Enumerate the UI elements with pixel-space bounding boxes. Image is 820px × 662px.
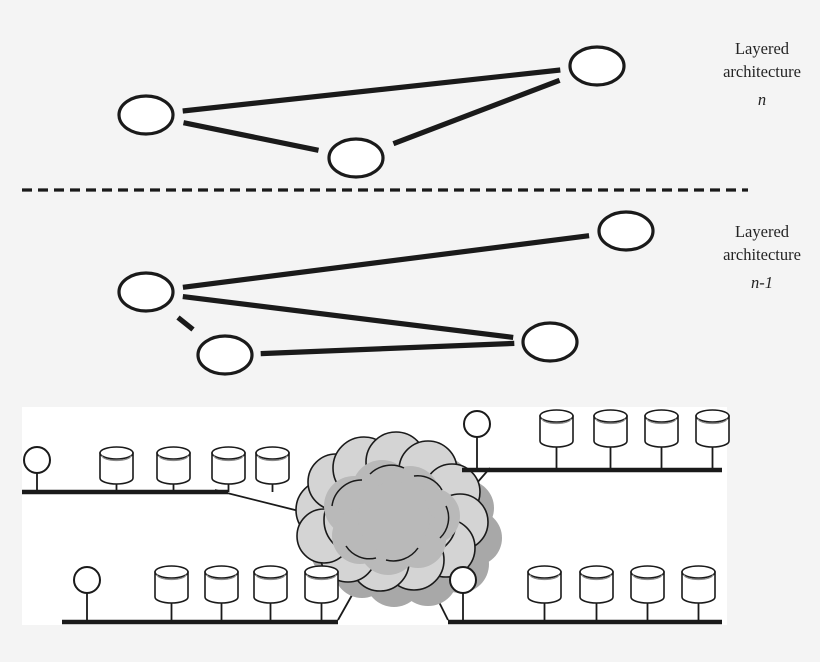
layer-m-link-m-d-m-c — [260, 340, 515, 357]
lan-bottom-right-server-4-cap-rim — [683, 574, 714, 581]
lan-top-right-server-4-cap[interactable] — [695, 409, 730, 423]
lan-bottom-left-server-3-cap[interactable] — [253, 565, 288, 579]
lan-top-right-server-4-body[interactable] — [695, 415, 730, 448]
lan-bottom-left — [62, 565, 339, 625]
lan-top-left-server-3-cap-rim — [213, 455, 244, 462]
label-layer-n-minus-1-line1: Layered — [735, 222, 790, 241]
lan-bottom-left-server-3-cap-rim — [255, 574, 286, 581]
lan-top-left-server-4-cap-rim — [257, 455, 288, 462]
lan-segments — [22, 409, 730, 625]
lan-bottom-right-server-3-cap[interactable] — [630, 565, 665, 579]
lan-top-right-server-1-cap-rim — [541, 418, 572, 425]
lan-top-left — [22, 446, 290, 495]
lan-bottom-left-server-1-cap-rim — [156, 574, 187, 581]
lan-top-left-server-1-cap-rim — [101, 455, 132, 462]
lan-bottom-right — [448, 565, 722, 625]
lan-bottom-left-server-2-cap-rim — [206, 574, 237, 581]
lan-bottom-right-server-2-cap-rim — [581, 574, 612, 581]
label-layer-n-index: n — [758, 90, 766, 109]
lan-top-left-server-2-cap-rim — [158, 455, 189, 462]
cloud-inner-arc — [331, 479, 363, 507]
lan-top-right-server-3-body[interactable] — [644, 415, 679, 448]
lan-top-left-server-4-cap[interactable] — [255, 446, 290, 460]
layer-m-node-m-c[interactable] — [521, 321, 579, 363]
cloud-inner-arc — [439, 505, 450, 539]
layer-m-link-m-a-m-b — [182, 233, 590, 290]
lan-top-right — [462, 409, 730, 473]
cloud-inner-arc — [369, 464, 405, 475]
layer-n-node-n-b[interactable] — [327, 137, 385, 179]
lan-bottom-left-server-2-cap[interactable] — [204, 565, 239, 579]
lan-top-right-server-1-cap[interactable] — [539, 409, 574, 423]
lan-top-right-server-3-cap[interactable] — [644, 409, 679, 423]
lan-top-right-server-2-cap[interactable] — [593, 409, 628, 423]
layer-n-minus-1-group — [117, 210, 655, 376]
cloud-core — [324, 460, 460, 575]
layer-n-nodes — [117, 45, 626, 179]
lan-bottom-left-server-1-cap[interactable] — [154, 565, 189, 579]
layer-n-links — [182, 67, 561, 153]
layer-n-link-n-b-n-c — [392, 77, 561, 147]
label-layer-n-minus-1: Layered architecture n-1 — [723, 222, 801, 292]
lan-bottom-right-server-2-body[interactable] — [579, 571, 614, 604]
layer-n-node-n-c[interactable] — [568, 45, 626, 87]
layer-n-group — [117, 45, 626, 179]
lan-bottom-right-server-3-cap-rim — [632, 574, 663, 581]
lan-top-right-server-4-cap-rim — [697, 418, 728, 425]
layer-n-minus-1-nodes — [117, 210, 655, 376]
lan-bottom-left-host-circle-icon[interactable] — [73, 566, 101, 594]
label-layer-n: Layered architecture n — [723, 39, 801, 109]
layer-m-node-m-d[interactable] — [196, 334, 254, 376]
lan-bottom-right-server-1-body[interactable] — [527, 571, 562, 604]
lan-bottom-right-server-4-cap[interactable] — [681, 565, 716, 579]
cloud-inner-arc — [385, 547, 419, 562]
lan-top-right-server-2-cap-rim — [595, 418, 626, 425]
lan-bottom-right-server-1-cap-rim — [529, 574, 560, 581]
lan-top-left-host-circle-icon[interactable] — [23, 446, 51, 474]
lan-bottom-left-server-3-body[interactable] — [253, 571, 288, 604]
layer-n-link-n-a-n-c — [182, 67, 561, 114]
layer-n-minus-1-links — [176, 233, 590, 357]
lan-bottom-left-server-1-body[interactable] — [154, 571, 189, 604]
lan-bottom-right-server-2-cap[interactable] — [579, 565, 614, 579]
lan-bottom-left-server-2-body[interactable] — [204, 571, 239, 604]
lan-top-right-server-3-cap-rim — [646, 418, 677, 425]
label-layer-n-minus-1-line2: architecture — [723, 245, 801, 264]
physical-network-panel — [22, 407, 730, 625]
lan-top-right-server-1-body[interactable] — [539, 415, 574, 448]
lan-top-left-server-2-cap[interactable] — [156, 446, 191, 460]
cloud-core-lobe — [358, 482, 430, 554]
lan-bottom-right-host-circle-icon[interactable] — [449, 566, 477, 594]
lan-top-right-host-circle-icon[interactable] — [463, 410, 491, 438]
layer-m-link-m-a-m-d — [176, 315, 195, 332]
layer-m-node-m-a[interactable] — [117, 271, 175, 313]
cloud-inner-arc — [345, 545, 377, 560]
lan-top-left-server-3-body[interactable] — [211, 452, 246, 485]
layer-n-node-n-a[interactable] — [117, 94, 175, 136]
cloud-inner-arc — [413, 475, 443, 491]
lan-top-left-server-3-cap[interactable] — [211, 446, 246, 460]
lan-top-left-server-4-body[interactable] — [255, 452, 290, 485]
label-layer-n-line1: Layered — [735, 39, 790, 58]
lan-bottom-left-server-4-cap-rim — [306, 574, 337, 581]
layer-m-node-m-b[interactable] — [597, 210, 655, 252]
layer-m-link-m-a-m-c — [182, 294, 514, 340]
label-layer-n-line2: architecture — [723, 62, 801, 81]
lan-bottom-right-server-3-body[interactable] — [630, 571, 665, 604]
lan-bottom-right-server-1-cap[interactable] — [527, 565, 562, 579]
lan-top-left-cloud-link — [214, 489, 304, 513]
lan-top-left-server-1-cap[interactable] — [99, 446, 134, 460]
lan-bottom-left-server-4-body[interactable] — [304, 571, 339, 604]
layer-n-link-n-a-n-b — [182, 120, 320, 153]
lan-top-left-server-2-body[interactable] — [156, 452, 191, 485]
label-layer-n-minus-1-index: n-1 — [751, 273, 773, 292]
lan-top-right-server-2-body[interactable] — [593, 415, 628, 448]
lan-top-left-server-1-body[interactable] — [99, 452, 134, 485]
lan-bottom-left-server-4-cap[interactable] — [304, 565, 339, 579]
lan-bottom-right-server-4-body[interactable] — [681, 571, 716, 604]
